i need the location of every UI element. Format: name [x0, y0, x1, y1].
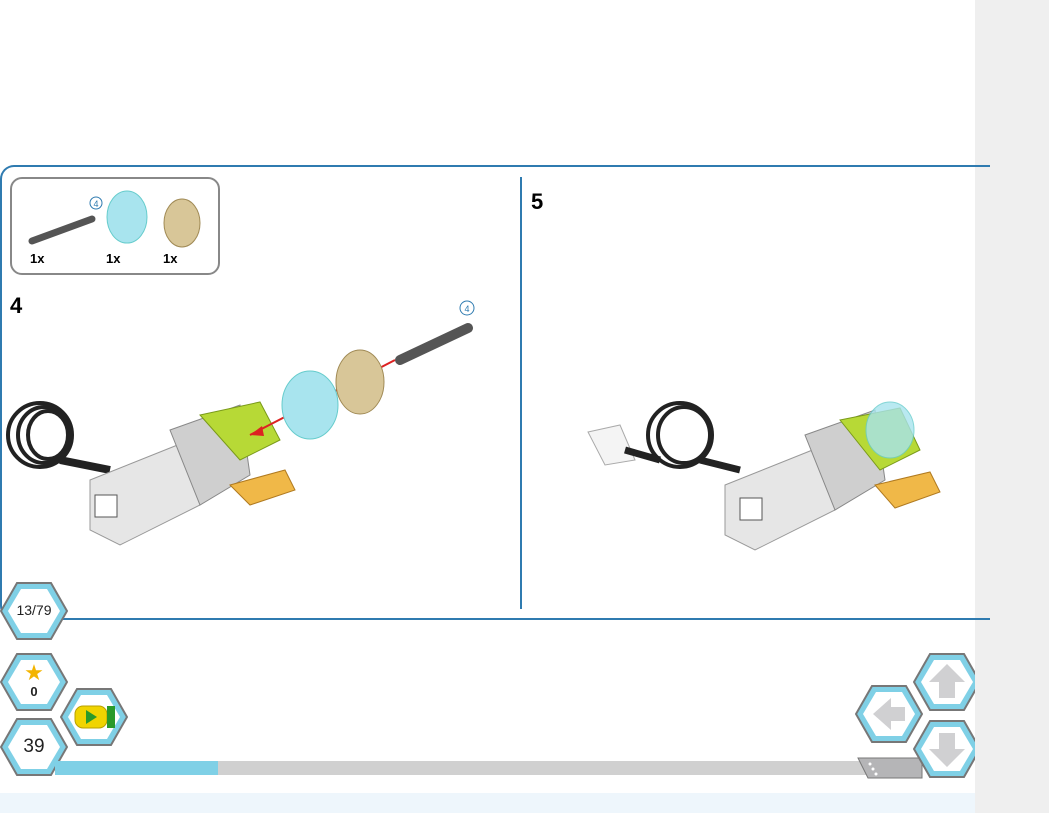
up-button[interactable] [913, 652, 981, 712]
part-qty: 1x [163, 251, 178, 266]
play-program-button[interactable] [60, 687, 128, 747]
next-button[interactable] [913, 719, 981, 779]
step-divider [520, 177, 522, 609]
progress-bar [55, 761, 870, 775]
step-number-5: 5 [531, 189, 544, 214]
right-gutter-overlay [975, 640, 1049, 793]
arrow-left-icon [873, 698, 905, 730]
step-number-4: 4 [10, 293, 23, 318]
level-badge: 39 [0, 717, 68, 777]
step-4-illustration: 4 [6, 300, 475, 546]
parts-illustration: 4 [28, 190, 201, 248]
stars-count: 0 [30, 684, 38, 699]
arrow-down-icon [929, 733, 965, 767]
parts-list: 4 1x 1x 1x [10, 177, 220, 275]
step-5-illustration [587, 401, 941, 551]
part-qty: 1x [30, 251, 45, 266]
progress-handle[interactable] [856, 756, 926, 780]
page-counter: 13/79 [16, 602, 52, 618]
progress-fill [55, 761, 218, 775]
part-qty: 1x [106, 251, 121, 266]
stars-button[interactable]: ★ 0 [0, 652, 68, 712]
star-icon: ★ [24, 660, 44, 685]
arrow-up-icon [929, 664, 965, 698]
svg-text:4: 4 [464, 304, 469, 314]
level-value: 39 [23, 736, 45, 757]
bottom-strip [0, 793, 975, 813]
instruction-panel [0, 165, 990, 620]
previous-button[interactable] [855, 684, 923, 744]
page-counter-button[interactable]: 13/79 [0, 581, 68, 641]
svg-text:4: 4 [93, 199, 98, 209]
